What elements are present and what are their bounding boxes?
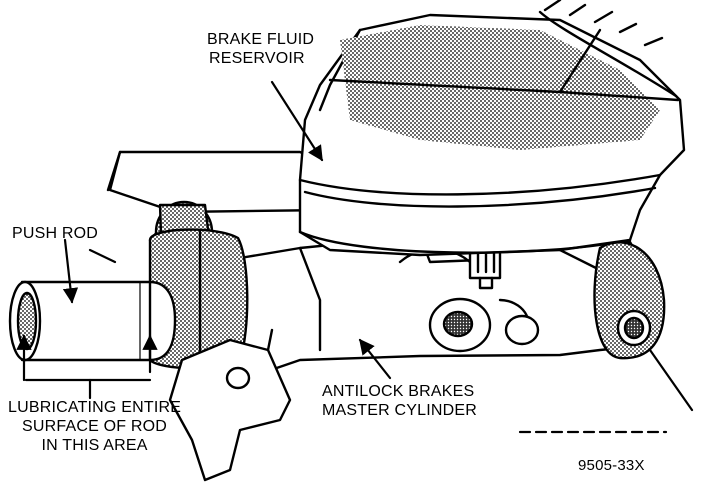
mounting-ear [168, 328, 292, 482]
push-rod [8, 280, 177, 362]
master-cylinder-leader [358, 338, 392, 380]
lubricating-label: LUBRICATING ENTIRE SURFACE OF ROD IN THI… [8, 399, 182, 454]
reservoir-label: BRAKE FLUID RESERVOIR [207, 31, 315, 67]
reservoir-leader [270, 80, 324, 162]
master-cylinder-label: ANTILOCK BRAKES MASTER CYLINDER [322, 383, 478, 419]
push-rod-leader [62, 238, 79, 304]
push-rod-label: PUSH ROD [12, 225, 99, 242]
fluid-reservoir [298, 0, 686, 257]
figure-id: 9505-33X [578, 457, 645, 474]
cylinder-body [228, 234, 657, 374]
outlet-fitting [593, 241, 666, 360]
